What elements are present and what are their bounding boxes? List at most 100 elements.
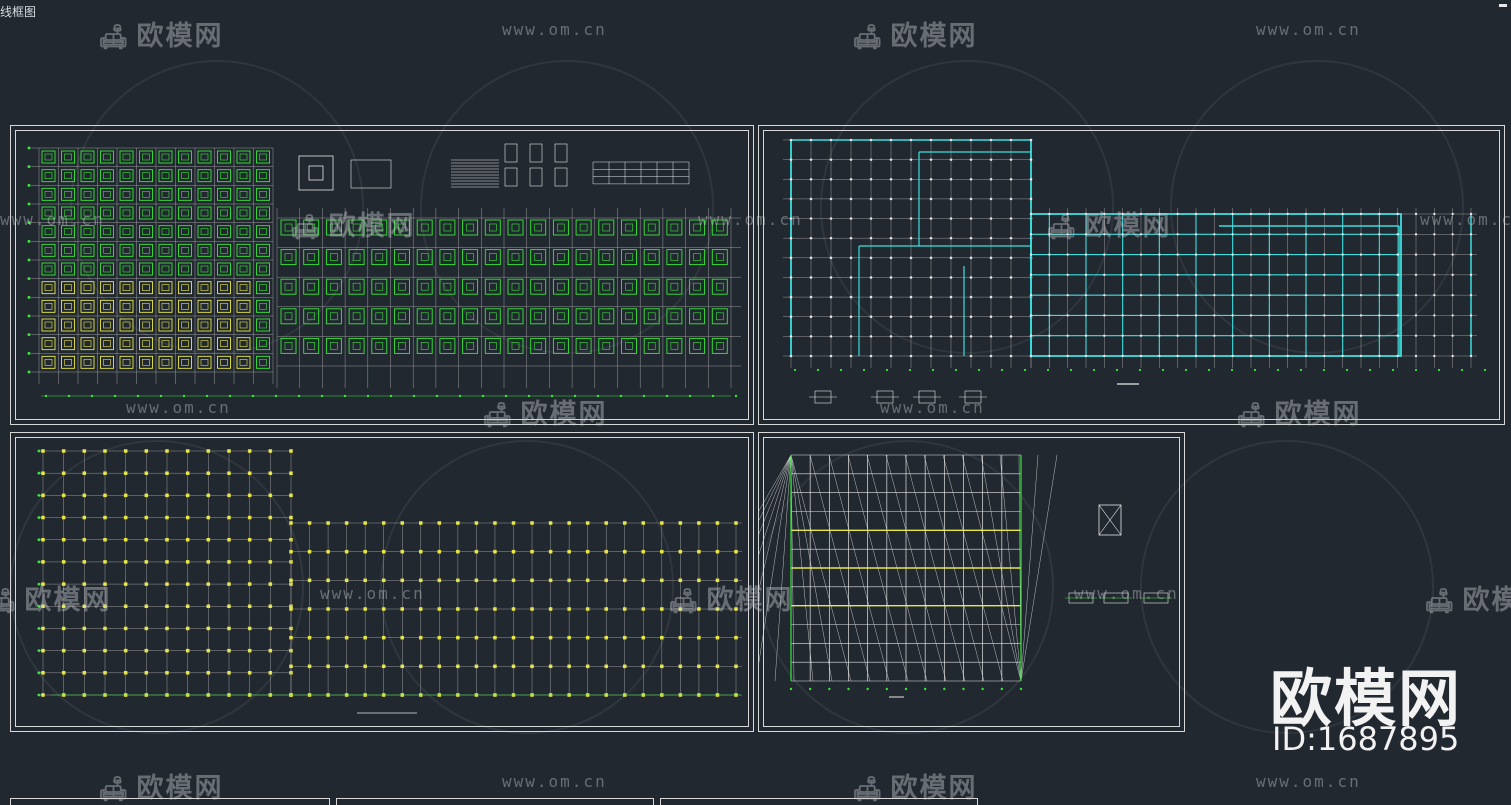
foundation-footing bbox=[530, 219, 547, 236]
beam-line bbox=[1030, 213, 1402, 357]
column-marker bbox=[548, 635, 553, 640]
column-node bbox=[1121, 233, 1124, 236]
column-marker bbox=[165, 582, 169, 586]
minimize-icon[interactable] bbox=[1499, 4, 1507, 7]
drawing-tab-title[interactable]: 线框图 bbox=[0, 5, 37, 19]
column-node bbox=[1231, 253, 1234, 256]
foundation-pedestal bbox=[220, 284, 228, 291]
foundation-footing bbox=[217, 225, 231, 239]
column-node bbox=[1194, 212, 1198, 216]
column-node bbox=[809, 197, 813, 201]
axis-bubble bbox=[789, 687, 793, 691]
sheet-foundation-plan[interactable] bbox=[10, 125, 754, 425]
axis-bubble bbox=[1414, 368, 1418, 372]
axis-bubble bbox=[205, 394, 209, 398]
axis-bubble bbox=[27, 258, 31, 262]
column-marker bbox=[247, 648, 252, 653]
sofa-icon: 🛋 bbox=[1424, 587, 1457, 615]
foundation-footing bbox=[552, 249, 569, 266]
foundation-pedestal bbox=[239, 209, 248, 217]
foundation-footing bbox=[552, 278, 569, 295]
foundation-footing bbox=[439, 337, 456, 354]
foundation-footing bbox=[416, 219, 433, 236]
sofa-icon: 🛋 bbox=[290, 213, 323, 241]
column-marker bbox=[82, 515, 87, 520]
foundation-footing bbox=[217, 355, 231, 369]
sheet-beam-plan[interactable] bbox=[758, 125, 1505, 425]
column-node bbox=[1029, 197, 1033, 201]
column-marker bbox=[604, 664, 608, 669]
column-marker bbox=[604, 635, 608, 640]
foundation-footing bbox=[643, 308, 660, 325]
column-node bbox=[989, 236, 993, 240]
column-node bbox=[1396, 293, 1399, 297]
column-marker bbox=[437, 664, 442, 669]
foundation-footing bbox=[575, 219, 592, 236]
column-node bbox=[969, 256, 973, 260]
foundation-pedestal bbox=[83, 153, 92, 161]
column-marker bbox=[344, 635, 349, 640]
column-node bbox=[1378, 314, 1381, 317]
column-node bbox=[1323, 233, 1326, 236]
foundation-pedestal bbox=[307, 282, 316, 291]
foundation-pedestal bbox=[200, 303, 209, 310]
column-node bbox=[1323, 293, 1326, 297]
column-node bbox=[1249, 314, 1253, 317]
foundation-footing bbox=[80, 262, 95, 276]
column-node bbox=[1451, 293, 1454, 297]
column-node bbox=[989, 276, 993, 279]
foundation-footing bbox=[41, 225, 56, 239]
column-node bbox=[1378, 253, 1381, 256]
watermark-logo: 🛋欧模网 bbox=[482, 399, 608, 430]
foundation-footing bbox=[643, 219, 660, 236]
axis-bubble bbox=[27, 314, 31, 318]
column-marker bbox=[41, 604, 45, 609]
foundation-pedestal bbox=[307, 342, 316, 350]
sheet-roof-truss-plan[interactable] bbox=[758, 432, 1185, 732]
column-node bbox=[1341, 354, 1344, 358]
axis-bubble bbox=[37, 560, 41, 564]
axis-bubble bbox=[943, 687, 946, 691]
column-node bbox=[829, 315, 833, 319]
sheet-partial-bottom[interactable] bbox=[660, 798, 978, 805]
section-detail bbox=[350, 159, 392, 189]
column-marker bbox=[400, 549, 404, 554]
sheet-partial-bottom[interactable] bbox=[336, 798, 654, 805]
foundation-pedestal bbox=[670, 342, 679, 350]
foundation-pedestal bbox=[122, 359, 131, 366]
foundation-footing bbox=[158, 355, 173, 369]
foundation-footing bbox=[462, 278, 479, 295]
column-node bbox=[1009, 315, 1013, 319]
foundation-footing bbox=[689, 308, 706, 325]
column-marker bbox=[165, 449, 169, 453]
foundation-footing bbox=[256, 337, 270, 351]
sheet-column-plan[interactable] bbox=[10, 432, 754, 732]
column-marker bbox=[344, 521, 349, 525]
watermark-circle bbox=[820, 60, 1114, 354]
column-node bbox=[929, 256, 933, 260]
column-marker bbox=[206, 671, 211, 675]
column-node bbox=[1286, 334, 1289, 337]
column-node bbox=[949, 158, 953, 161]
axis-bubble bbox=[1046, 368, 1050, 372]
column-marker bbox=[493, 607, 497, 611]
foundation-footing bbox=[158, 262, 173, 276]
sheet-partial-bottom[interactable] bbox=[10, 798, 330, 805]
column-marker bbox=[604, 549, 608, 554]
foundation-footing bbox=[575, 308, 592, 325]
column-node bbox=[929, 236, 933, 240]
axis-bubble bbox=[1230, 368, 1234, 372]
foundation-footing bbox=[197, 206, 212, 220]
foundation-footing bbox=[552, 337, 569, 354]
column-marker bbox=[511, 521, 516, 525]
foundation-pedestal bbox=[200, 172, 209, 179]
column-node bbox=[1433, 314, 1436, 317]
column-marker bbox=[678, 607, 683, 611]
foundation-footing bbox=[139, 299, 153, 313]
foundation-pedestal bbox=[602, 253, 611, 261]
column-node bbox=[889, 256, 893, 260]
column-node bbox=[829, 335, 833, 338]
axis-bubble bbox=[1299, 368, 1303, 372]
column-marker bbox=[41, 493, 45, 498]
